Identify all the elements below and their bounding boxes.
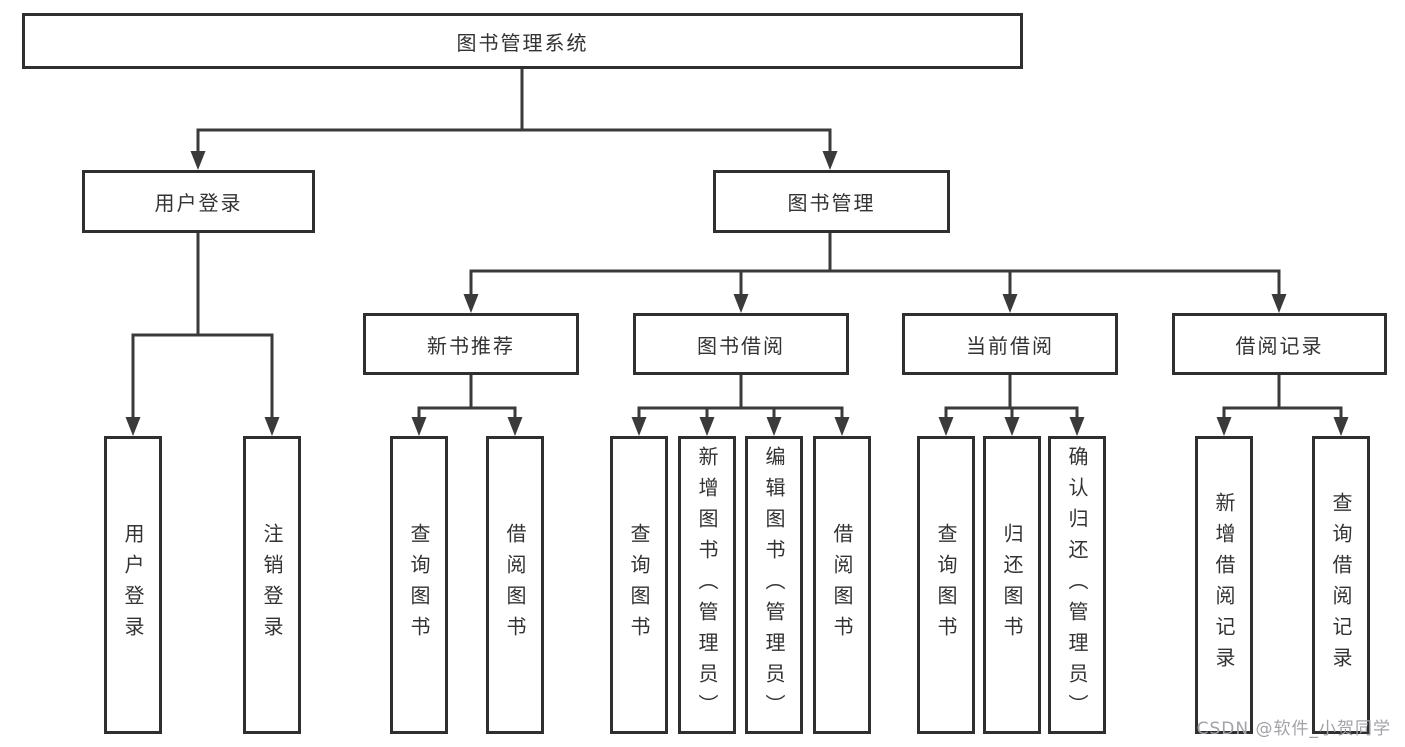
leaf-borrow-query-books-label: 查询图书: [627, 523, 651, 647]
leaf-confirm-return-admin: 确认归还（管理员）: [1048, 436, 1106, 734]
leaf-logout: 注销登录: [243, 436, 301, 734]
node-borrow-records-label: 借阅记录: [1235, 333, 1324, 358]
node-user-login-label: 用户登录: [154, 191, 243, 215]
leaf-recommend-borrow-books: 借阅图书: [486, 436, 544, 734]
leaf-borrow-books: 借阅图书: [813, 436, 871, 734]
leaf-recommend-query-books-label: 查询图书: [407, 523, 431, 647]
leaf-edit-books-admin: 编辑图书（管理员）: [745, 436, 803, 734]
csdn-watermark: CSDN @软件_小贺同学: [1196, 719, 1391, 739]
node-current-borrow-label: 当前借阅: [966, 333, 1054, 358]
node-new-book-recommend: 新书推荐: [363, 313, 579, 375]
node-book-management-label: 图书管理: [787, 191, 876, 215]
leaf-query-borrow-record-label: 查询借阅记录: [1329, 492, 1353, 678]
leaf-return-books: 归还图书: [983, 436, 1041, 734]
leaf-add-borrow-record-label: 新增借阅记录: [1212, 492, 1236, 678]
leaf-logout-label: 注销登录: [260, 523, 284, 647]
node-user-login: 用户登录: [82, 170, 315, 233]
node-new-book-recommend-label: 新书推荐: [427, 333, 515, 358]
leaf-add-borrow-record: 新增借阅记录: [1195, 436, 1253, 734]
node-book-borrow-label: 图书借阅: [697, 333, 785, 358]
node-book-management: 图书管理: [713, 170, 950, 233]
leaf-edit-books-admin-label: 编辑图书（管理员）: [762, 445, 786, 725]
node-borrow-records: 借阅记录: [1172, 313, 1387, 375]
leaf-current-query-books: 查询图书: [917, 436, 975, 734]
leaf-borrow-books-label: 借阅图书: [830, 523, 854, 647]
leaf-user-login: 用户登录: [104, 436, 162, 734]
leaf-current-query-books-label: 查询图书: [934, 523, 958, 647]
leaf-recommend-borrow-books-label: 借阅图书: [503, 523, 527, 647]
node-book-borrow: 图书借阅: [633, 313, 849, 375]
leaf-borrow-query-books: 查询图书: [610, 436, 668, 734]
leaf-add-books-admin-label: 新增图书（管理员）: [695, 445, 719, 725]
leaf-return-books-label: 归还图书: [1000, 523, 1024, 647]
leaf-add-books-admin: 新增图书（管理员）: [678, 436, 736, 734]
leaf-recommend-query-books: 查询图书: [390, 436, 448, 734]
leaf-query-borrow-record: 查询借阅记录: [1312, 436, 1370, 734]
leaf-confirm-return-admin-label: 确认归还（管理员）: [1065, 445, 1089, 725]
node-library-system-label: 图书管理系统: [456, 30, 589, 55]
node-current-borrow: 当前借阅: [902, 313, 1118, 375]
arrowheads: [125, 151, 1349, 436]
node-library-system: 图书管理系统: [22, 13, 1023, 69]
leaf-user-login-label: 用户登录: [121, 523, 145, 647]
